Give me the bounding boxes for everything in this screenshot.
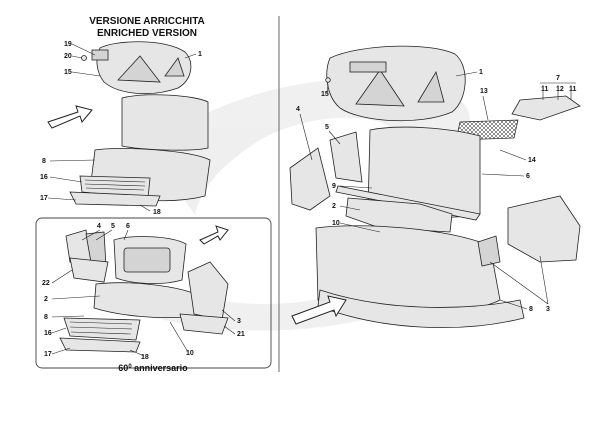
lid-fastener (325, 77, 331, 83)
title-enriched-it: VERSIONE ARRICCHITA (89, 16, 205, 27)
callout-22: 22 (42, 280, 50, 287)
callout-8: 8 (42, 158, 46, 165)
callout-3: 3 (237, 318, 241, 325)
left-upper-assembly (47, 41, 211, 207)
lid-recess-right (417, 70, 445, 103)
direction-arrow-main (291, 295, 347, 325)
callout-r13: 13 (480, 88, 488, 95)
callout-r4: 4 (296, 106, 300, 113)
clip-bracket (91, 49, 109, 61)
bulkhead-recess (123, 247, 171, 273)
callout-r1: 1 (479, 69, 483, 76)
callout-1: 1 (198, 51, 202, 58)
lid-recess-left (355, 69, 405, 107)
callout-18: 18 (153, 209, 161, 216)
fastener-screw (81, 55, 87, 61)
callout-r11b: 11 (569, 86, 577, 93)
callout-19: 19 (64, 41, 72, 48)
anniversary-caption: 600 anniversario (118, 363, 188, 373)
floor-mat-anniversary (59, 337, 141, 353)
callout-17: 17 (40, 195, 48, 202)
side-liner-right (187, 261, 229, 321)
callout-r10: 10 (332, 220, 340, 227)
callout-5: 5 (111, 223, 115, 230)
right-assembly (289, 45, 581, 328)
callout-21: 21 (237, 331, 245, 338)
callout-r3: 3 (546, 306, 550, 313)
callout-r6: 6 (526, 173, 530, 180)
wheel-arch-liner-right (507, 195, 581, 263)
callout-r2: 2 (332, 203, 336, 210)
direction-arrow-upper (47, 105, 93, 129)
callout-16: 16 (40, 174, 48, 181)
callout-2: 2 (44, 296, 48, 303)
callout-r8: 8 (529, 306, 533, 313)
floor-edge-trim (317, 289, 525, 328)
callout-r12: 12 (556, 86, 564, 93)
callout-6: 6 (126, 223, 130, 230)
floor-carpet (93, 282, 201, 318)
mount-plate (477, 235, 501, 267)
callout-15: 15 (64, 69, 72, 76)
wheel-arch-liner-left (289, 147, 331, 211)
callouts-left-top: 19 20 15 1 8 16 17 18 (40, 41, 202, 216)
lid-lining-recess-right (164, 57, 185, 77)
callout-r14: 14 (528, 157, 536, 164)
callout-8b: 8 (44, 314, 48, 321)
front-bulkhead-panel (121, 94, 209, 151)
direction-arrow-box (199, 225, 229, 245)
anniversary-box (35, 217, 272, 369)
side-liner-upper (329, 131, 363, 183)
trunk-lid-lining (326, 45, 466, 122)
callout-r15: 15 (321, 91, 329, 98)
title-enriched-en: ENRICHED VERSION (97, 28, 197, 39)
callout-r7: 7 (556, 75, 560, 82)
lid-lining-recess-left (117, 55, 161, 83)
lid-lining-bracket (349, 61, 387, 73)
callout-r5: 5 (325, 124, 329, 131)
callout-10: 10 (186, 350, 194, 357)
floor-panel (345, 197, 453, 233)
callout-20: 20 (64, 53, 72, 60)
left-anniversary-assembly (59, 225, 229, 353)
callouts-right: 1 15 13 7 11 12 11 4 5 14 6 9 2 10 8 3 (296, 69, 577, 313)
callout-16b: 16 (44, 330, 52, 337)
callouts-left-box: 4 5 6 22 2 8 16 17 18 10 3 21 (42, 223, 245, 361)
support-bracket (179, 313, 229, 335)
callout-18b: 18 (141, 354, 149, 361)
callout-r9: 9 (332, 183, 336, 190)
parcel-shelf-kit (511, 95, 581, 121)
side-floor-liner (69, 257, 109, 283)
callout-r11a: 11 (541, 86, 549, 93)
callout-4: 4 (97, 223, 101, 230)
callout-17b: 17 (44, 351, 52, 358)
